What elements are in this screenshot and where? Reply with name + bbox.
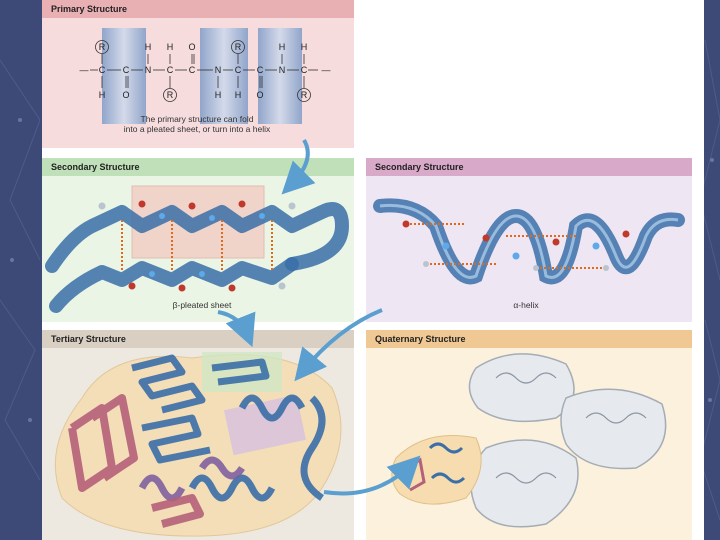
secondary-sheet-panel: Secondary Structure β-pleated sheet: [42, 158, 354, 322]
alpha-helix-diagram: [373, 198, 685, 285]
chain-atom-6: C: [235, 65, 242, 75]
primary-caption: The primary structure can fold into a pl…: [102, 114, 292, 134]
tertiary-blue-ribbons: [131, 354, 326, 502]
chain-bot-atom-0: H: [99, 90, 106, 100]
quaternary-colored-subunit: [391, 435, 482, 505]
tertiary-title: Tertiary Structure: [42, 330, 354, 348]
secondary-helix-panel: Secondary Structure α-helix: [366, 158, 692, 322]
pleated-sheet-diagram: [45, 185, 349, 313]
chain-atom-8: N: [279, 65, 286, 75]
chain-atom-3: C: [167, 65, 174, 75]
primary-chain-diagram: — C R H C O N H C H R C O N H C R H C O N H C H R —: [80, 28, 331, 124]
chain-atom-2: N: [145, 65, 152, 75]
chain-top-atom-4: O: [188, 42, 195, 52]
chain-bot-atom-7: O: [256, 90, 263, 100]
chain-bot-atom-3: R: [167, 90, 174, 100]
chain-top-atom-9: H: [301, 42, 308, 52]
tertiary-purple-ribbons: [138, 456, 245, 502]
chain-top-atom-6: R: [235, 42, 242, 52]
helix-caption: α-helix: [513, 300, 539, 310]
peptide-chain: — C R H C O N H C H R C O N H C R H C O N H C H R —: [80, 40, 331, 102]
helix-backbone-front: [379, 203, 679, 279]
primary-structure-panel: Primary Structure — C R H C O N H C H R C O N H C R H C O N H…: [42, 0, 354, 148]
chain-bond-end: —: [322, 65, 331, 75]
tertiary-panel: Tertiary Structure: [42, 330, 354, 540]
chain-top-ring-6: [231, 40, 245, 54]
secondary-helix-title: Secondary Structure: [366, 158, 692, 176]
quaternary-subunit-gray-detail: [495, 372, 647, 484]
residue-box-3: [258, 28, 302, 124]
chain-atom-4: C: [189, 65, 196, 75]
chain-top-atom-0: R: [99, 42, 106, 52]
helix-hbonds: [406, 223, 606, 269]
primary-structure-title: Primary Structure: [42, 0, 354, 18]
chain-bot-ring-9: [297, 88, 311, 102]
quaternary-title: Quaternary Structure: [366, 330, 692, 348]
tertiary-helix-highlight: [224, 394, 306, 456]
sheet-strand-top: [45, 202, 349, 273]
sheet-hbonds: [121, 220, 273, 272]
chain-bot-atom-1: O: [122, 90, 129, 100]
quaternary-subunits-gray: [468, 353, 667, 528]
quaternary-assembly-diagram: [391, 353, 667, 528]
tertiary-fold-diagram: [54, 352, 342, 537]
quaternary-panel: Quaternary Structure: [366, 330, 692, 540]
chain-top-atom-8: H: [279, 42, 286, 52]
chain-top-atom-2: H: [145, 42, 152, 52]
protein-structure-figure: Primary Structure — C R H C O N H C H R C O N H C R H C O N H…: [42, 0, 704, 540]
chain-bot-ring-3: [163, 88, 177, 102]
chain-atom-0: C: [99, 65, 106, 75]
primary-caption-line-1: The primary structure can fold: [140, 114, 254, 124]
chain-top-atom-3: H: [167, 42, 174, 52]
primary-caption-line-2: into a pleated sheet, or turn into a hel…: [123, 124, 271, 134]
tertiary-sheet-highlight: [202, 352, 282, 392]
chain-bot-atom-9: R: [301, 90, 308, 100]
secondary-sheet-title: Secondary Structure: [42, 158, 354, 176]
chain-top-ring-0: [95, 40, 109, 54]
chain-atom-7: C: [257, 65, 264, 75]
tertiary-pink-ribbons: [68, 394, 204, 528]
residue-box-1: [102, 28, 146, 124]
chain-bot-atom-6: H: [235, 90, 242, 100]
chain-atom-5: N: [215, 65, 222, 75]
chain-atom-1: C: [123, 65, 130, 75]
residue-box-2: [200, 28, 248, 124]
sheet-atoms: [98, 200, 296, 292]
sheet-strand-bottom: [49, 257, 299, 313]
chain-atom-9: C: [301, 65, 308, 75]
helix-atoms: [402, 220, 630, 271]
sheet-caption: β-pleated sheet: [172, 300, 232, 310]
chain-bond-start: —: [80, 65, 89, 75]
chain-bot-atom-5: H: [215, 90, 222, 100]
